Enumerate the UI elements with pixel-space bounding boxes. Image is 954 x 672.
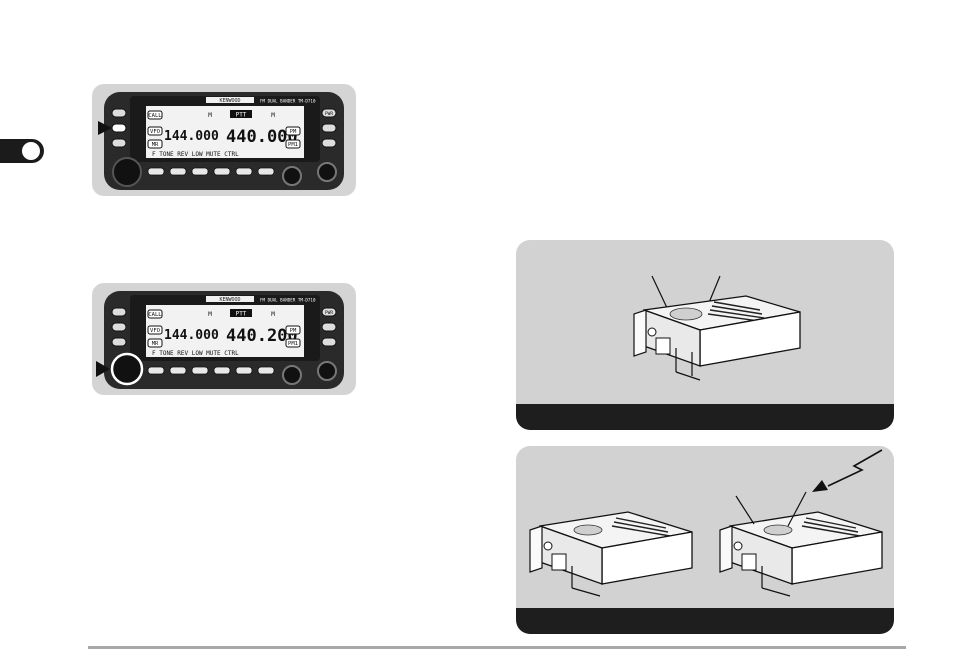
key-pm: PM [290,328,297,334]
signal-arrow-icon [812,480,828,492]
chapter-dot-icon [22,142,40,160]
caption-bar [516,404,894,430]
key-pwr: PWR [325,111,333,117]
indicator-right: M [271,311,275,318]
function-row: F TONE REV LOW MUTE CTRL [152,151,239,158]
indicator-left: M [208,112,212,119]
bottom-key-row [147,167,275,176]
radio-illustration-top: KENWOOD FM DUAL BANDER TM-D710 CALL VFO … [98,92,344,190]
key-pwr: PWR [325,310,333,316]
signal-bolt-icon [827,449,883,487]
indicator-ptt: PTT [236,311,247,318]
vol-knob-right-icon [317,162,337,182]
model-line: FM DUAL BANDER TM-D710 [260,99,316,104]
function-row: F TONE REV LOW MUTE CTRL [152,350,239,357]
model-line: FM DUAL BANDER TM-D710 [260,298,316,303]
transceiver-panel-single [516,240,894,430]
key-mr: MR [152,142,159,148]
vol-knob-icon [282,166,302,186]
key-call: CALL [148,312,162,318]
footer-rule [88,646,906,649]
freq-left: 144.000 [164,328,219,343]
transceiver-right [719,491,883,597]
lcd-screen [146,106,304,158]
transceiver-illustration [633,275,801,381]
brand-badge: KENWOOD [219,297,240,303]
freq-right: 440.200 [226,326,298,346]
radio-illustration-bottom: KENWOOD FM DUAL BANDER TM-D710 CALL VFO … [96,291,344,389]
bottom-key-row [147,366,275,375]
key-mr: MR [152,341,159,347]
brand-badge-plate [206,296,254,302]
key-vfo: VFO [150,328,160,334]
indicator-ptt: PTT [236,112,247,119]
brand-badge: KENWOOD [219,98,240,104]
transceiver-pair-illustration [529,449,883,597]
tuning-knob-icon [112,157,142,187]
key-call: CALL [148,113,162,119]
caption-bar [516,608,894,634]
radio-front-panel-bottom: KENWOOD FM DUAL BANDER TM-D710 CALL VFO … [92,283,356,395]
radio-front-panel-top: KENWOOD FM DUAL BANDER TM-D710 CALL VFO … [92,84,356,196]
chapter-tab [0,139,44,163]
indicator-right: M [271,112,275,119]
vol-knob-right-icon [317,361,337,381]
vol-knob-icon [282,365,302,385]
tuning-knob-icon [110,352,144,386]
pointer-arrow-icon [98,121,112,135]
key-pm1: PM1 [288,341,298,347]
pointer-arrow-icon [96,361,110,377]
lcd-screen [146,305,304,357]
indicator-left: M [208,311,212,318]
transceiver-panel-pair [516,446,894,634]
brand-badge-plate [206,97,254,103]
transceiver-left [529,511,693,597]
freq-left: 144.000 [164,129,219,144]
freq-right: 440.000 [226,127,298,147]
key-vfo: VFO [150,129,160,135]
key-pm: PM [290,129,297,135]
key-pm1: PM1 [288,142,298,148]
